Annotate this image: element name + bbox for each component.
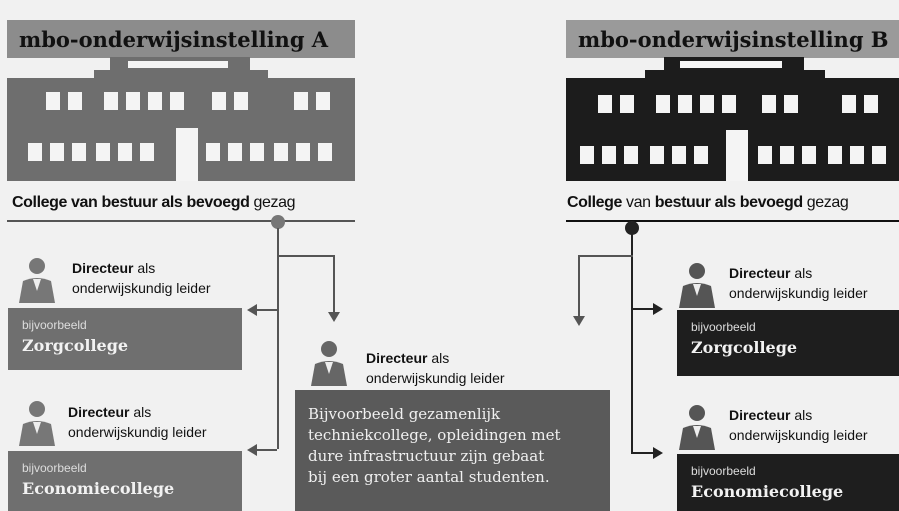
shared-college-box: Bijvoorbeeld gezamenlijk techniekcollege… <box>295 390 610 511</box>
director-role-label: Directeur als onderwijskundig leider <box>729 265 868 301</box>
director-role-label: Directeur als onderwijskundig leider <box>68 404 207 440</box>
institution-b-board-line <box>566 220 899 222</box>
description-line: dure infrastructuur zijn gebaat <box>308 447 545 465</box>
college-name: Economiecollege <box>22 479 175 498</box>
person-icon <box>19 401 55 446</box>
person-icon <box>679 405 715 450</box>
college-box-zorg-b: bijvoorbeeld Zorgcollege <box>677 310 899 376</box>
person-icon <box>19 258 55 303</box>
institution-a-title: mbo-onderwijsinstelling A <box>7 20 355 58</box>
college-box-economie-b: bijvoorbeeld Economiecollege <box>677 454 899 511</box>
institution-a-title-text: mbo-onderwijsinstelling A <box>19 26 329 52</box>
institution-a-connector-dot <box>271 215 285 229</box>
director-role-label: Directeur als onderwijskundig leider <box>366 350 505 386</box>
institution-b-title: mbo-onderwijsinstelling B <box>566 20 899 58</box>
institution-a-board-line <box>7 220 355 222</box>
board-label-part: van <box>626 194 651 211</box>
example-label: bijvoorbeeld <box>22 461 87 475</box>
institution-b-title-text: mbo-onderwijsinstelling B <box>578 26 889 52</box>
example-label: bijvoorbeeld <box>691 320 756 334</box>
description-line: techniekcollege, opleidingen met <box>308 426 561 444</box>
board-label-part: College <box>567 194 622 211</box>
board-label-part: bestuur als bevoegd <box>654 194 803 211</box>
college-name: Economiecollege <box>691 482 844 501</box>
person-icon <box>311 341 347 386</box>
director-role-label: Directeur als onderwijskundig leider <box>729 407 868 443</box>
board-label-part: als bevoegd <box>161 194 250 211</box>
college-name: Zorgcollege <box>691 338 798 357</box>
example-label: bijvoorbeeld <box>691 464 756 478</box>
college-box-zorg-a: bijvoorbeeld Zorgcollege <box>8 308 242 370</box>
director-role-label: Directeur als onderwijskundig leider <box>72 260 211 296</box>
college-name: Zorgcollege <box>22 336 129 355</box>
board-label-part: gezag <box>806 194 849 211</box>
description-line: Bijvoorbeeld gezamenlijk <box>308 405 501 423</box>
example-label: bijvoorbeeld <box>22 318 87 332</box>
description-line: bij een groter aantal studenten. <box>308 468 550 486</box>
person-icon <box>679 263 715 308</box>
board-label-part: College van bestuur <box>12 194 158 211</box>
institution-b-board-label: College van bestuur als bevoegd gezag <box>567 194 849 212</box>
college-box-economie-a: bijvoorbeeld Economiecollege <box>8 451 242 511</box>
institution-a-board-label: College van bestuur als bevoegd gezag <box>12 194 296 212</box>
board-label-part: gezag <box>253 194 296 211</box>
